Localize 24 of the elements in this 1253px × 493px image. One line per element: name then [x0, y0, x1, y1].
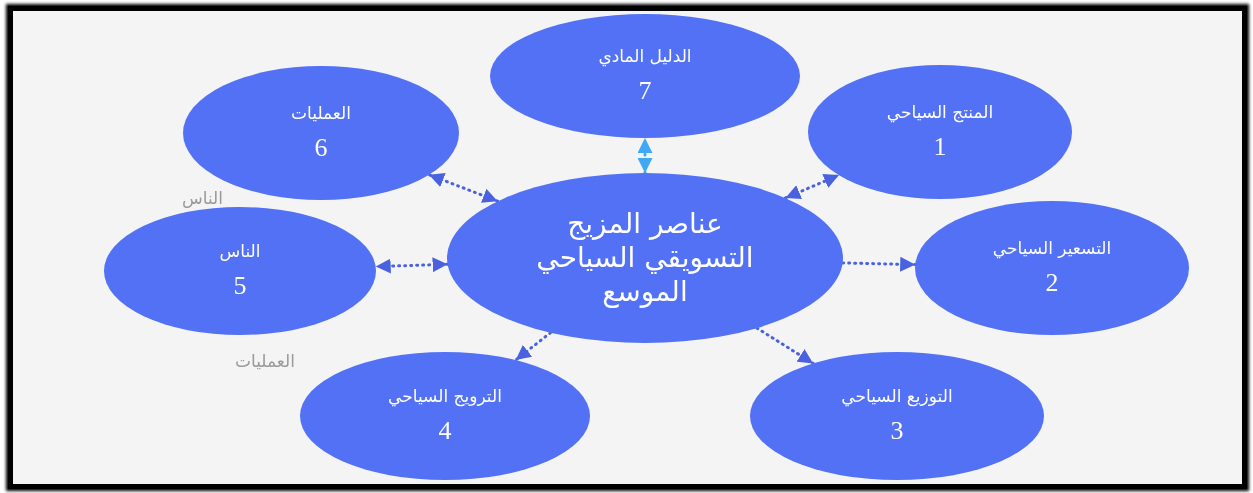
node-number: 4	[438, 416, 452, 446]
node-title: المنتج السياحي	[886, 102, 994, 122]
node-number: 6	[314, 133, 328, 163]
node-number: 1	[933, 132, 947, 162]
dotted-arrow	[755, 326, 815, 365]
dotted-arrow	[374, 257, 450, 274]
node-number: 2	[1045, 268, 1059, 298]
faint-label: الناس	[182, 188, 223, 208]
dotted-arrow	[637, 136, 653, 175]
node-number: 7	[638, 76, 652, 106]
dotted-arrow	[514, 331, 552, 362]
node-title: التسعير السياحي	[992, 238, 1112, 258]
faint-label: العمليات	[235, 351, 295, 371]
dotted-arrow	[427, 173, 500, 203]
node-number: 3	[890, 416, 904, 446]
dotted-arrow	[783, 173, 841, 200]
node-title: التوزيع السياحي	[841, 386, 953, 406]
node-title: الدليل المادي	[598, 46, 692, 66]
node-number: 5	[233, 271, 247, 301]
node-title: العمليات	[291, 103, 351, 123]
dotted-arrow	[841, 256, 917, 272]
node-title: الناس	[219, 241, 261, 261]
node-title: عناصر المزيج التسويقي السياحي الموسع	[535, 207, 755, 309]
node-title: الترويج السياحي	[388, 386, 502, 406]
